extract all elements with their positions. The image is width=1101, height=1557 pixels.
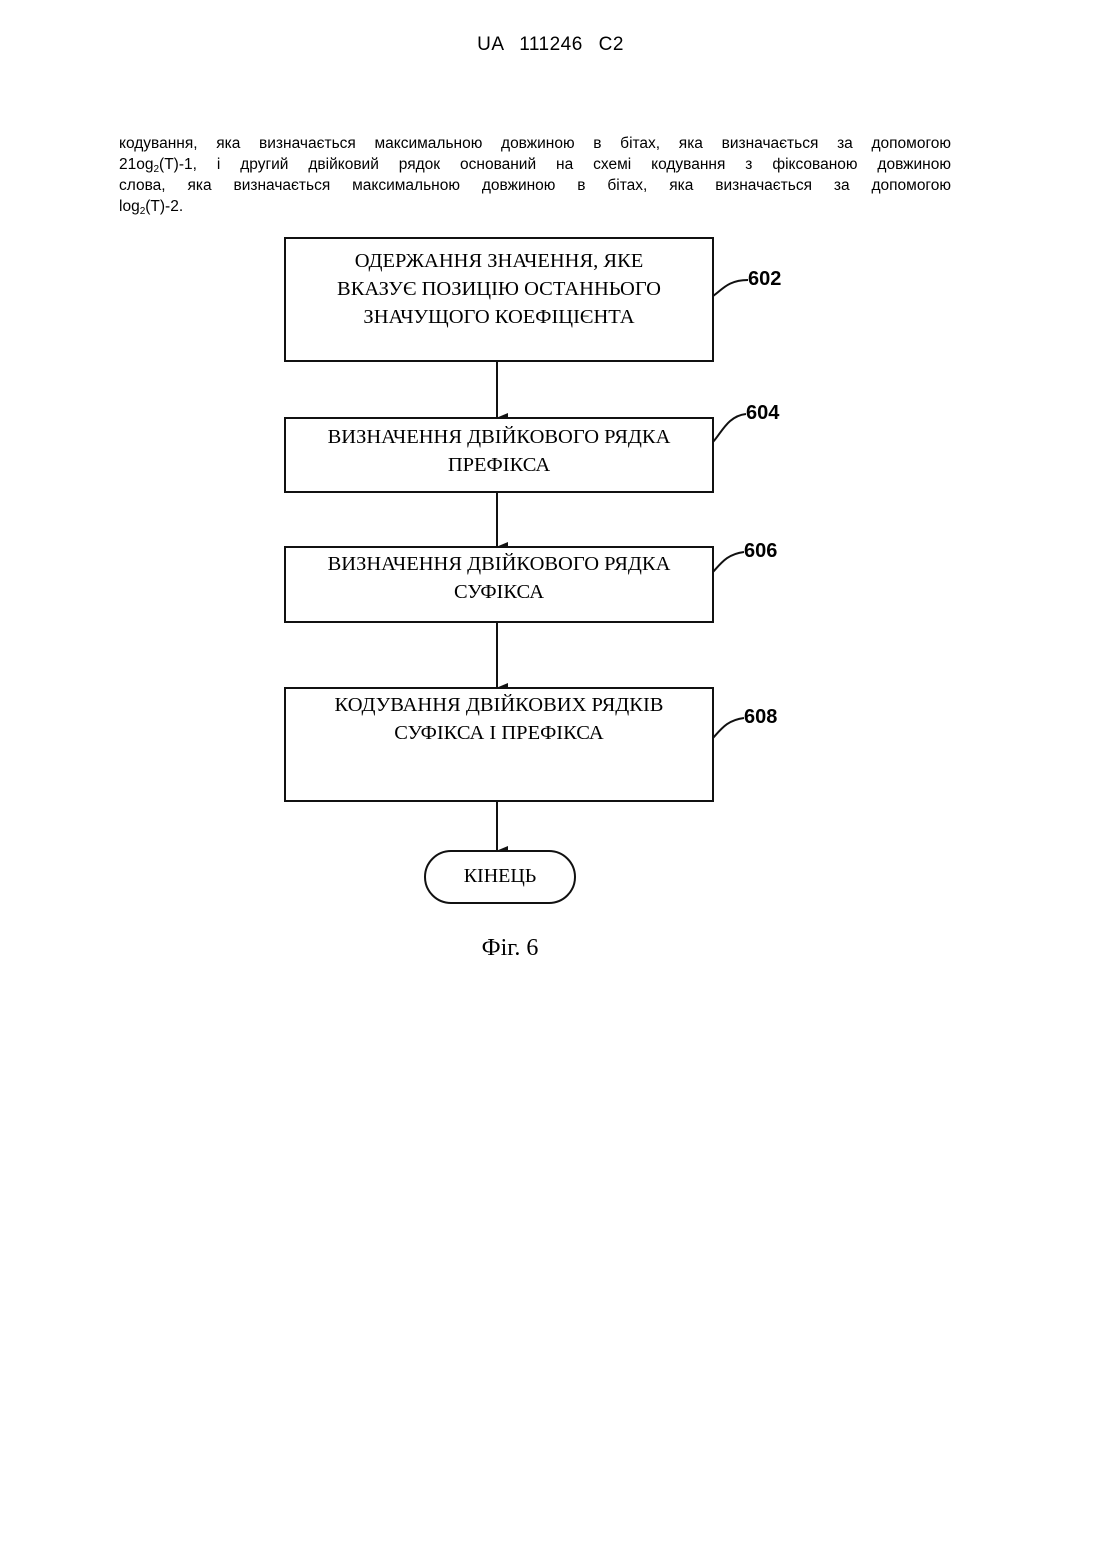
step-604-line-2: ПРЕФІКСА bbox=[286, 451, 712, 479]
step-608-ref: 608 bbox=[744, 706, 777, 729]
step-604-line-1: ВИЗНАЧЕННЯ ДВІЙКОВОГО РЯДКА bbox=[286, 423, 712, 451]
figure-caption: Фіг. 6 bbox=[0, 935, 1020, 962]
step-608-box: КОДУВАННЯ ДВІЙКОВИХ РЯДКІВ СУФІКСА І ПРЕ… bbox=[284, 687, 714, 802]
end-terminal: КІНЕЦЬ bbox=[424, 850, 576, 904]
leader-608 bbox=[713, 718, 744, 738]
leader-606 bbox=[713, 552, 744, 572]
step-602-box: ОДЕРЖАННЯ ЗНАЧЕННЯ, ЯКЕ ВКАЗУЄ ПОЗИЦІЮ О… bbox=[284, 237, 714, 362]
step-602-line-3: ЗНАЧУЩОГО КОЕФІЦІЄНТА bbox=[286, 303, 712, 331]
step-604-ref: 604 bbox=[746, 402, 779, 425]
step-602-ref: 602 bbox=[748, 268, 781, 291]
step-606-box: ВИЗНАЧЕННЯ ДВІЙКОВОГО РЯДКА СУФІКСА bbox=[284, 546, 714, 623]
step-602-line-2: ВКАЗУЄ ПОЗИЦІЮ ОСТАННЬОГО bbox=[286, 275, 712, 303]
leader-602 bbox=[713, 280, 748, 296]
step-608-line-1: КОДУВАННЯ ДВІЙКОВИХ РЯДКІВ bbox=[286, 691, 712, 719]
step-606-line-2: СУФІКСА bbox=[286, 578, 712, 606]
step-608-line-2: СУФІКСА І ПРЕФІКСА bbox=[286, 719, 712, 747]
leader-604 bbox=[713, 414, 746, 442]
step-606-line-1: ВИЗНАЧЕННЯ ДВІЙКОВОГО РЯДКА bbox=[286, 550, 712, 578]
step-602-line-1: ОДЕРЖАННЯ ЗНАЧЕННЯ, ЯКЕ bbox=[286, 247, 712, 275]
step-604-box: ВИЗНАЧЕННЯ ДВІЙКОВОГО РЯДКА ПРЕФІКСА bbox=[284, 417, 714, 493]
step-606-ref: 606 bbox=[744, 540, 777, 563]
